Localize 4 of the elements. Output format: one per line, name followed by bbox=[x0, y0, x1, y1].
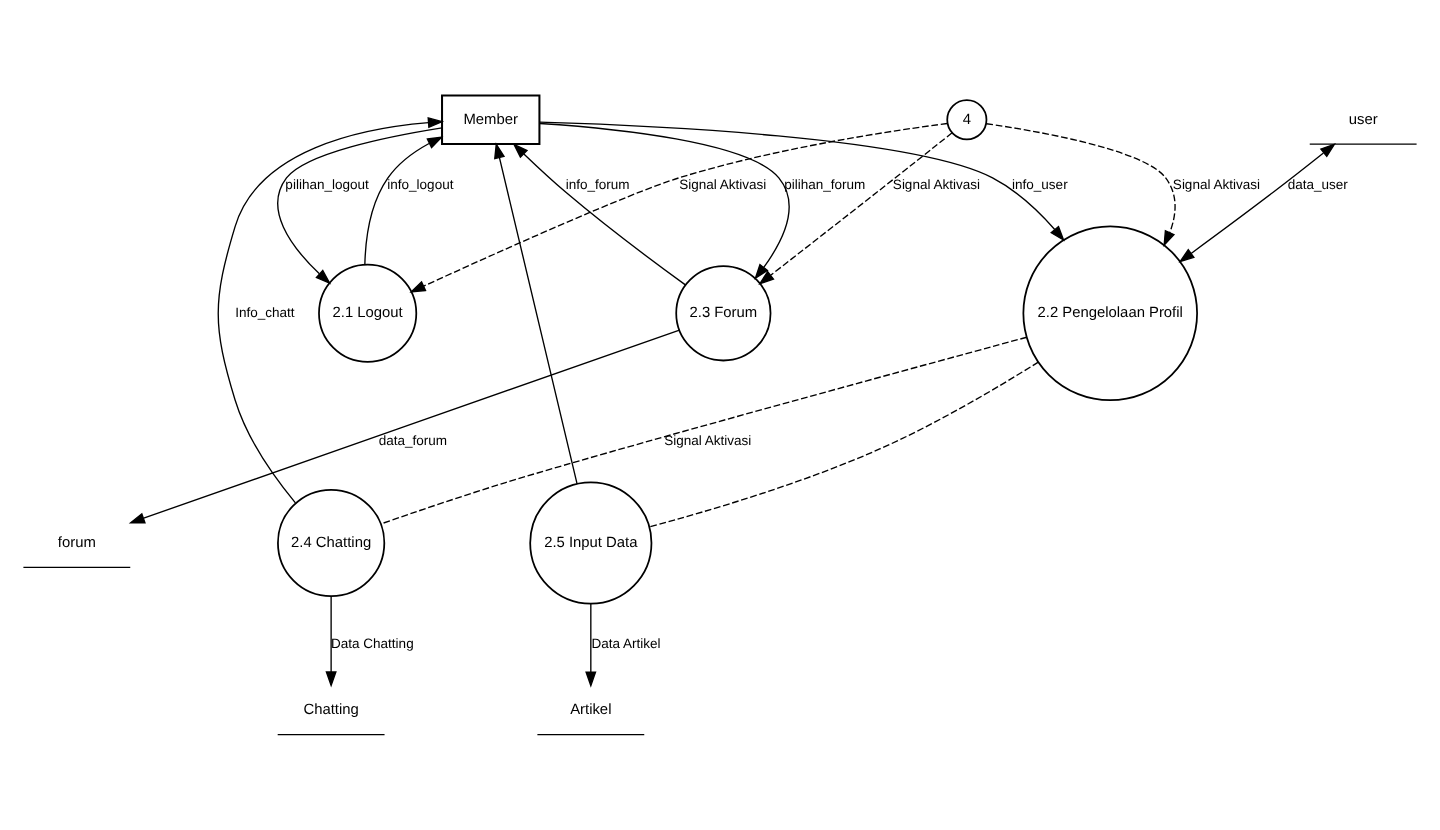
node-text: Artikel bbox=[570, 700, 612, 719]
node-text: forum bbox=[57, 532, 96, 551]
node-text: user bbox=[1348, 109, 1378, 128]
node-text: Chatting bbox=[303, 700, 359, 719]
